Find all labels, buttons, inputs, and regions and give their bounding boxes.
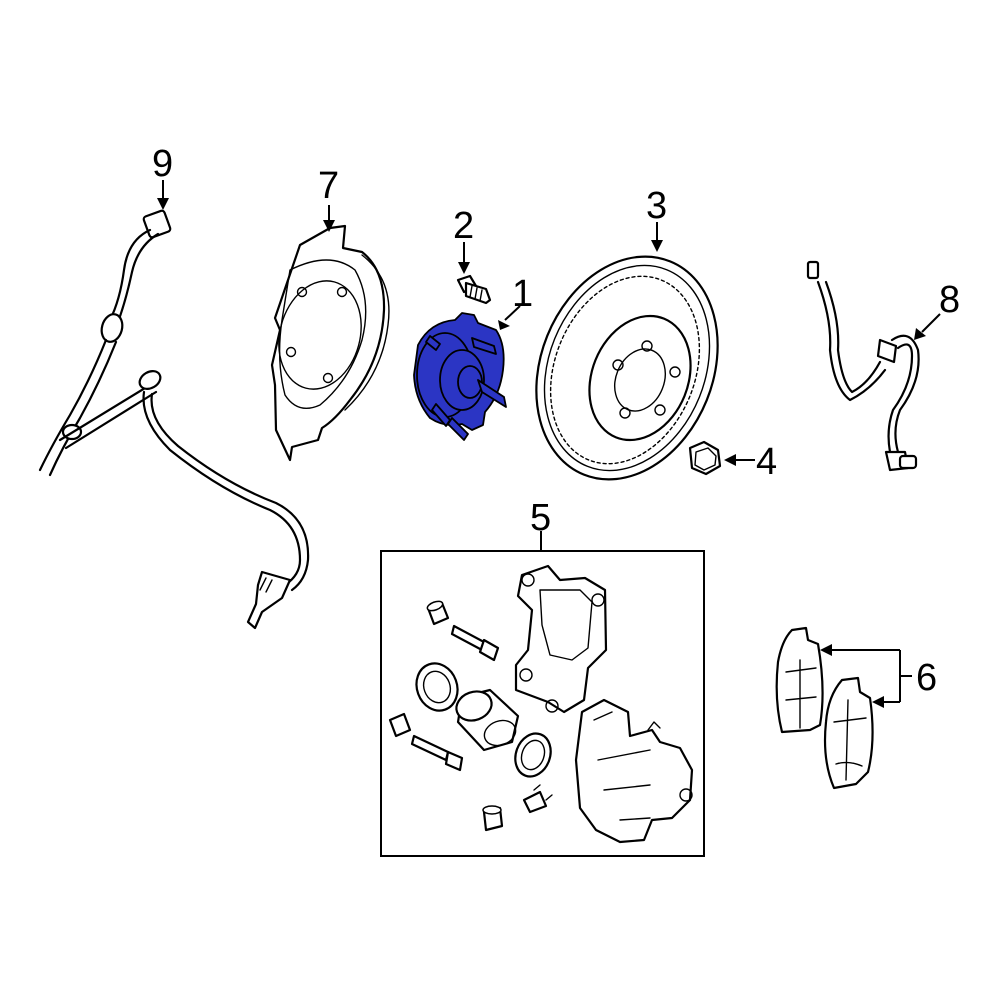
callout-3[interactable]: 3: [646, 185, 667, 227]
caliper-kit-box: [380, 550, 705, 857]
callout-4[interactable]: 4: [756, 441, 777, 483]
wheel-hub-assembly[interactable]: [413, 312, 507, 441]
callout-2[interactable]: 2: [453, 205, 474, 247]
callout-7[interactable]: 7: [318, 165, 339, 207]
abs-sensor-harness[interactable]: [38, 209, 310, 630]
splash-shield[interactable]: [267, 224, 390, 462]
guide-pin-bottom: [410, 734, 464, 772]
caliper-bracket: [514, 564, 608, 714]
bleeder-cap: [482, 805, 504, 832]
callout-5[interactable]: 5: [530, 497, 551, 539]
guide-pin-top: [450, 624, 500, 662]
guide-pin-boot-bottom: [388, 712, 412, 738]
piston-seal: [415, 662, 459, 712]
hub-nut[interactable]: [688, 440, 722, 476]
callout-labels: 1 2 3 4 5 6 7 8 9: [152, 143, 960, 699]
wheel-stud[interactable]: [456, 274, 492, 305]
caliper-kit[interactable]: [380, 550, 705, 857]
guide-pin-boot-top: [426, 600, 450, 626]
callout-1[interactable]: 1: [512, 273, 533, 315]
brake-hose[interactable]: [806, 260, 920, 472]
caliper-housing: [574, 698, 694, 844]
brake-rotor[interactable]: [504, 229, 750, 507]
callout-8[interactable]: 8: [939, 279, 960, 321]
bleeder-screw: [522, 784, 553, 814]
callout-9[interactable]: 9: [152, 143, 173, 185]
brake-pads[interactable]: [775, 626, 874, 790]
caliper-piston: [455, 688, 520, 752]
piston-boot: [514, 732, 552, 778]
leader-lines: [157, 180, 941, 708]
callout-6[interactable]: 6: [916, 657, 937, 699]
